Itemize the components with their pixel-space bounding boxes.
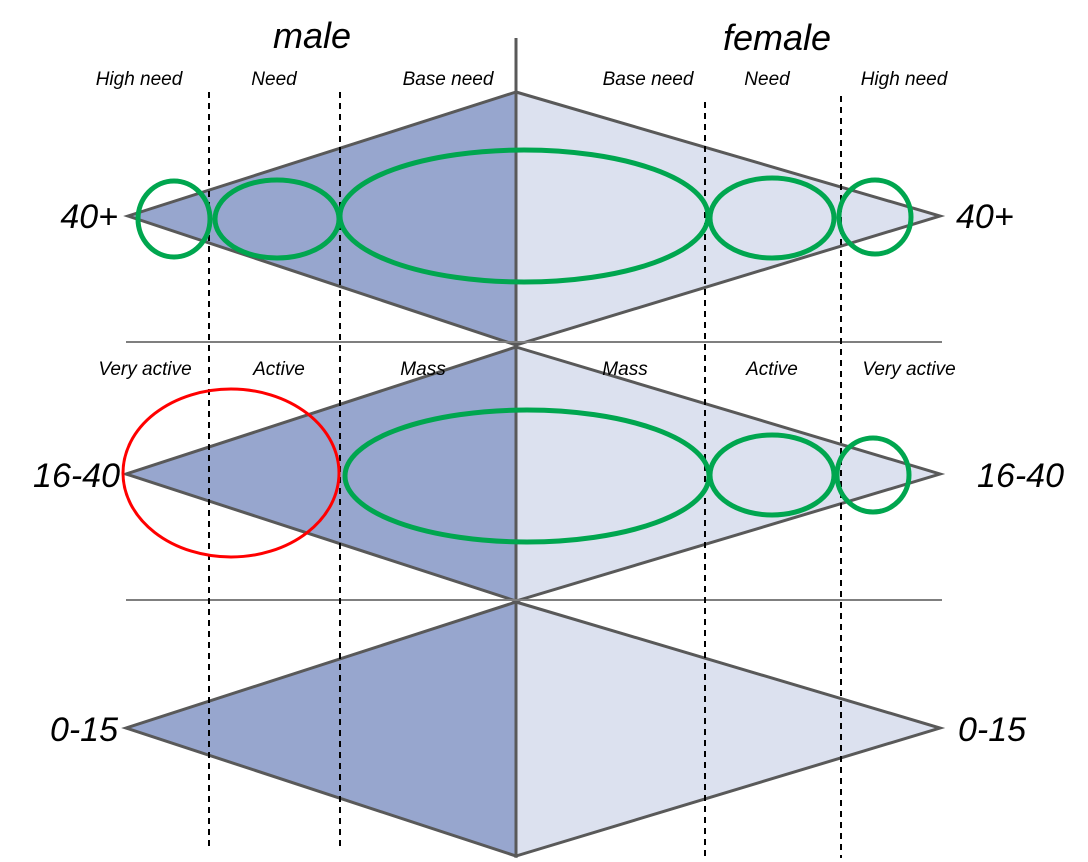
highlight-40plus-female-need (707, 175, 837, 261)
highlight-16to40-male-active (121, 387, 341, 559)
segment-label-16to40-female-2: Very active (862, 359, 955, 380)
age-label-16to40-left: 16-40 (33, 457, 120, 495)
segment-label-40plus-female-0: Base need (603, 69, 695, 90)
male-header: male (273, 15, 351, 56)
segment-label-40plus-male-2: Base need (403, 69, 495, 90)
segment-label-16to40-male-1: Active (252, 359, 305, 380)
diamond-16to40-male (121, 344, 518, 604)
segment-label-40plus-female-2: High need (861, 69, 949, 90)
age-label-16to40-right: 16-40 (977, 457, 1064, 495)
highlight-16to40-female-active (707, 432, 837, 518)
highlight-16to40-female-very-active (834, 435, 912, 515)
age-label-0to15-right: 0-15 (958, 711, 1026, 749)
diamond-0to15-female (514, 599, 946, 859)
highlight-40plus-male-high-need (135, 178, 213, 260)
segment-label-40plus-male-0: High need (96, 69, 184, 90)
diamond-0to15-male (121, 599, 518, 859)
diamond-40plus-male (123, 89, 518, 348)
age-label-0to15-left: 0-15 (50, 711, 118, 749)
segment-label-16to40-female-1: Active (745, 359, 798, 380)
segment-label-40plus-female-1: Need (744, 69, 791, 90)
highlight-40plus-female-high-need (836, 177, 914, 257)
female-header: female (723, 17, 831, 58)
age-label-40plus-left: 40+ (60, 198, 118, 236)
age-label-40plus-right: 40+ (956, 198, 1014, 236)
segment-label-16to40-female-0: Mass (602, 359, 648, 380)
segment-label-16to40-male-2: Mass (400, 359, 446, 380)
diamond-40plus-female (514, 89, 946, 348)
segment-label-40plus-male-1: Need (251, 69, 298, 90)
segment-label-16to40-male-0: Very active (98, 359, 191, 380)
diamond-16to40-female (514, 344, 946, 604)
